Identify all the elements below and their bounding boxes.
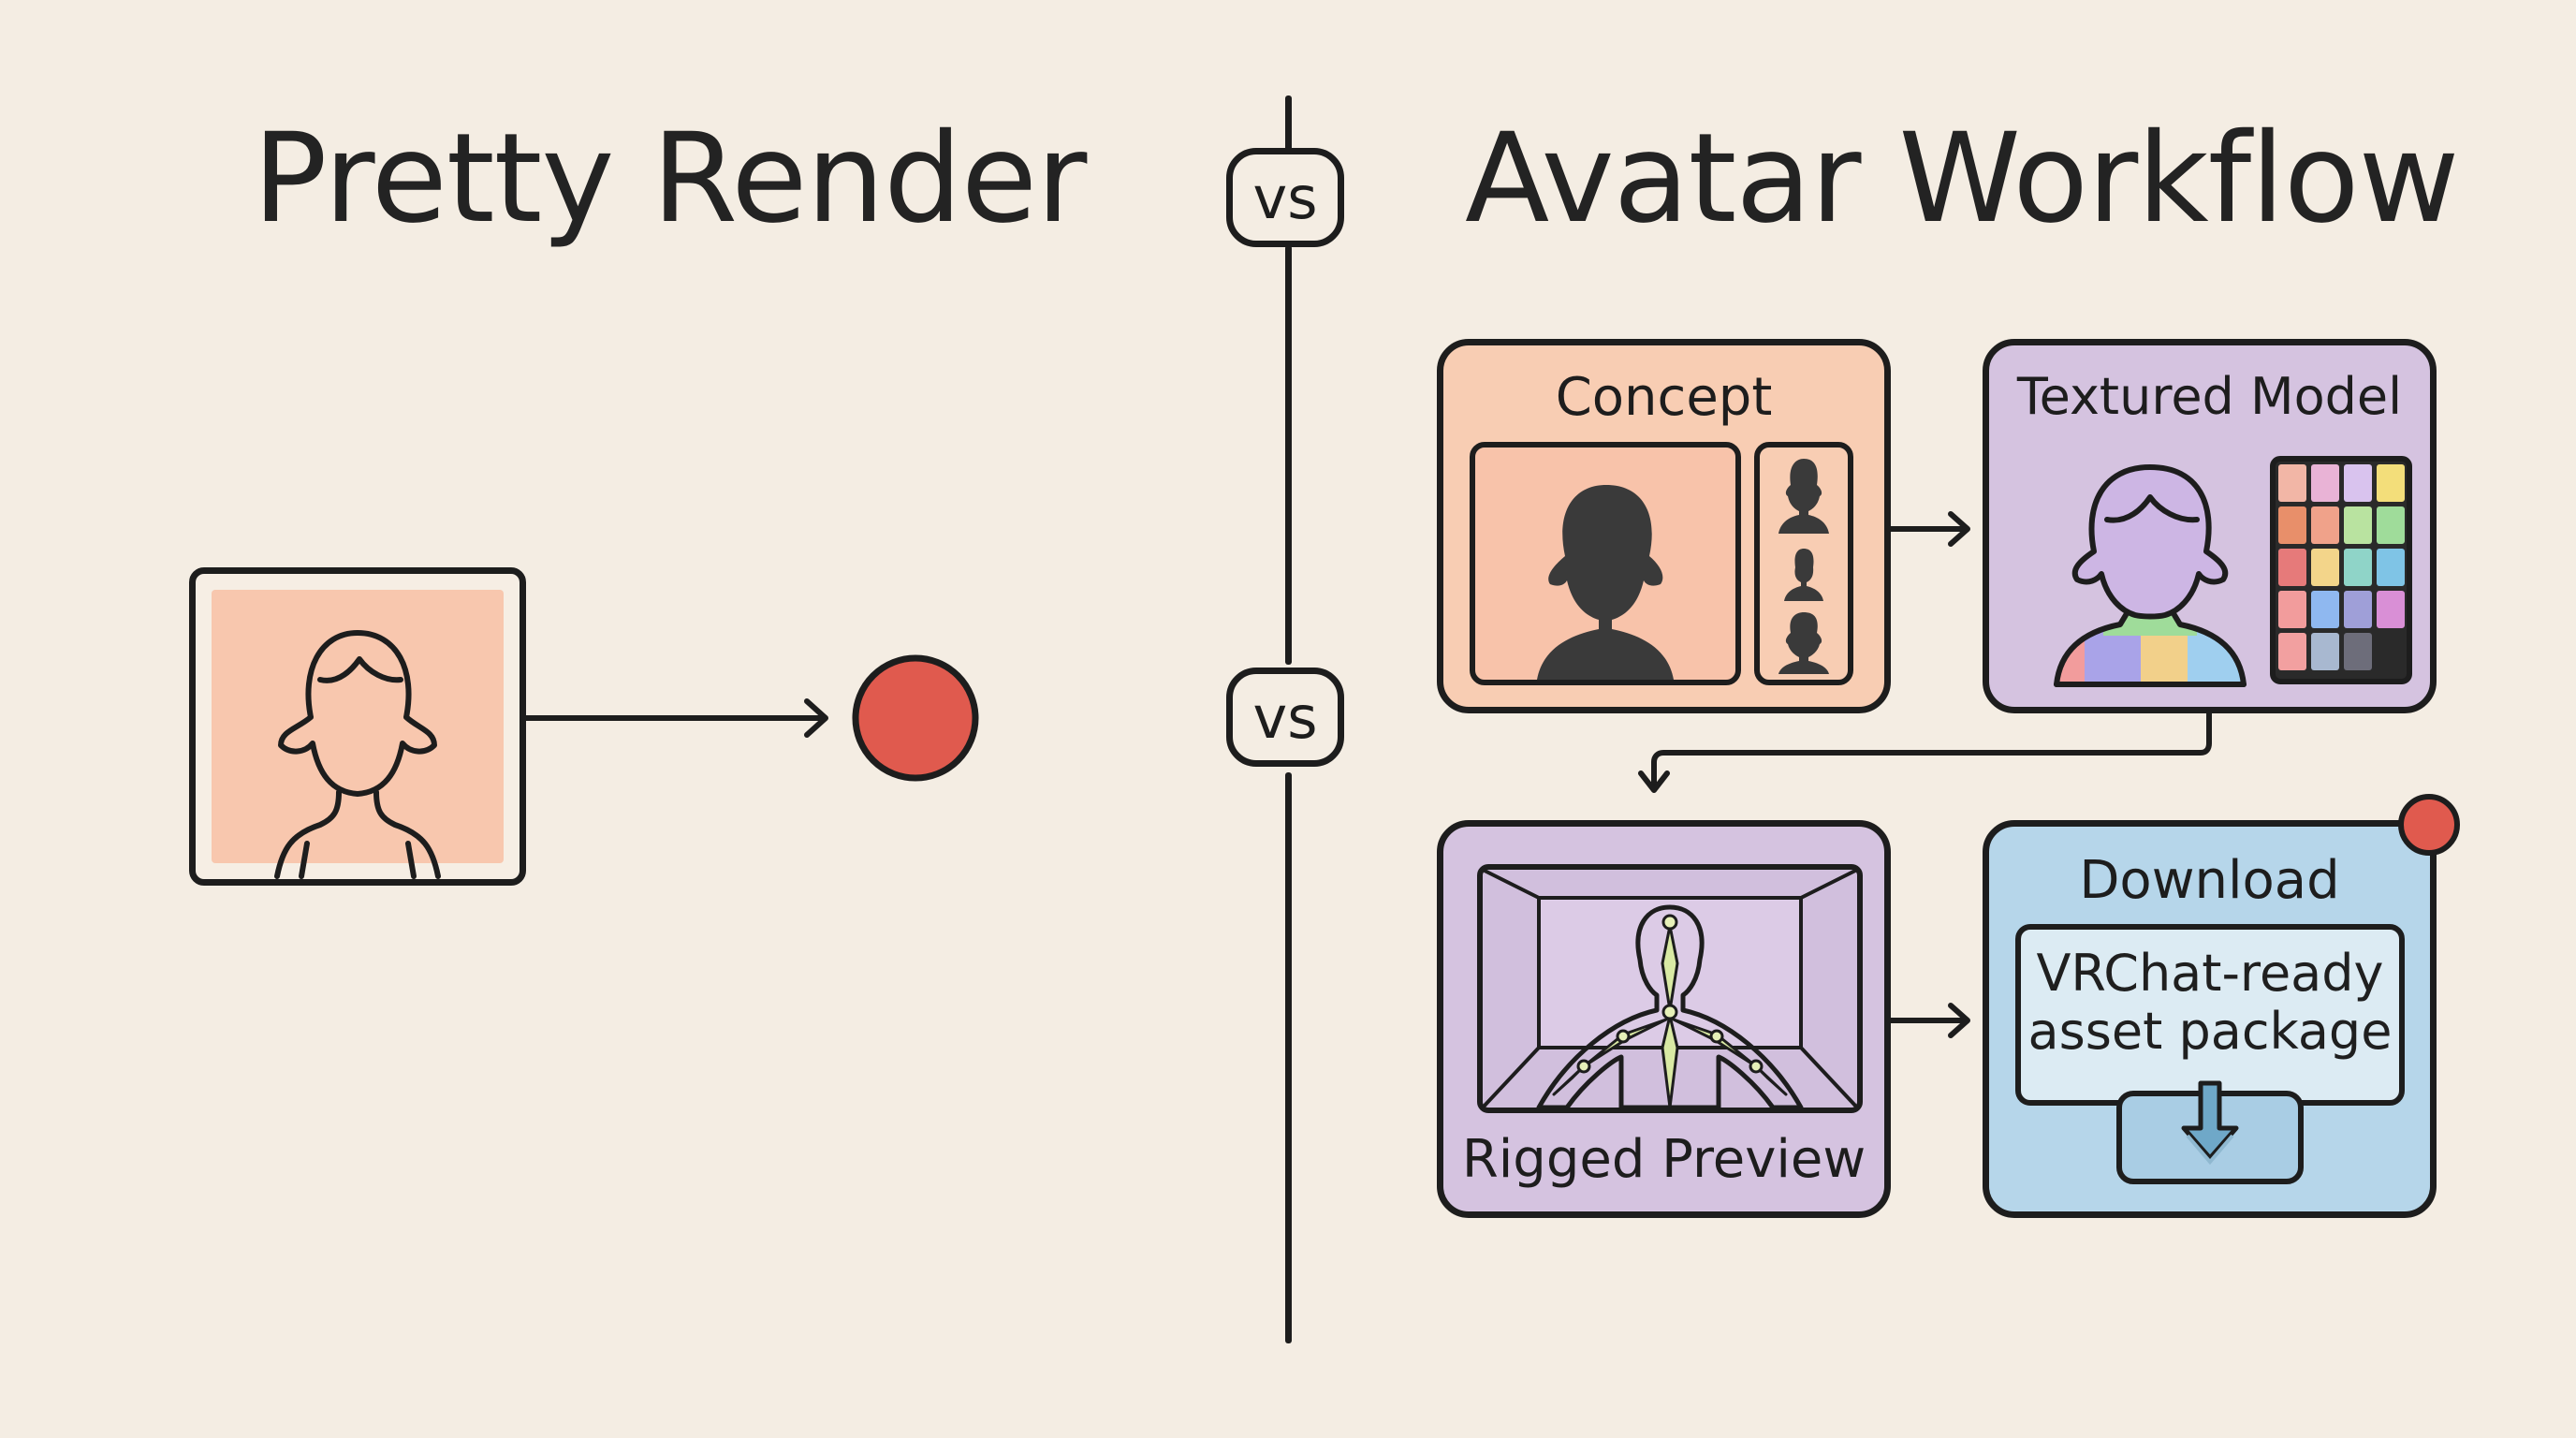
texture-swatch: [2278, 591, 2306, 628]
texture-swatch: [2278, 506, 2306, 544]
texture-swatch: [2311, 506, 2339, 544]
texture-swatch: [2377, 464, 2405, 502]
texture-swatch: [2278, 549, 2306, 586]
rig-skeleton-icon: [1481, 868, 1859, 1110]
step-concept-card: Concept: [1437, 339, 1891, 713]
divider-line-top: [1285, 95, 1292, 152]
divider-line-middle: [1285, 245, 1292, 665]
texture-swatch: [2377, 506, 2405, 544]
divider-line-bottom: [1285, 772, 1292, 1343]
textured-avatar-icon: [2054, 464, 2247, 687]
texture-swatch: [2344, 633, 2372, 670]
pretty-render-title: Pretty Render: [253, 107, 1087, 251]
texture-swatch: [2311, 549, 2339, 586]
concept-variant-strip: [1754, 442, 1853, 685]
texture-swatch: [2311, 633, 2339, 670]
step-rigged-preview-label: Rigged Preview: [1461, 1129, 1866, 1190]
texture-swatch-grid-icon: [2270, 456, 2412, 684]
texture-swatch: [2377, 591, 2405, 628]
download-status-dot: [2398, 794, 2460, 856]
rig-viewport: [1477, 864, 1863, 1113]
arrow-rigged-to-download: [1886, 1003, 1970, 1038]
texture-swatch: [2344, 464, 2372, 502]
texture-swatch: [2377, 549, 2405, 586]
package-label-line2: asset package: [2027, 1002, 2393, 1061]
texture-swatch: [2278, 464, 2306, 502]
arrow-textured-to-rigged: [1638, 709, 2212, 793]
step-textured-model-label: Textured Model: [2016, 367, 2403, 426]
texture-swatch: [2344, 591, 2372, 628]
concept-main-preview: [1470, 442, 1741, 685]
vs-badge-middle: vs: [1226, 668, 1344, 767]
texture-swatch: [2278, 633, 2306, 670]
pretty-render-frame: [189, 567, 526, 886]
avatar-portrait-icon: [274, 630, 441, 879]
asset-package-box: VRChat-ready asset package: [2015, 924, 2405, 1106]
left-arrow: [521, 698, 828, 738]
red-dot-icon: [852, 654, 979, 782]
download-arrow-icon: [2181, 1080, 2239, 1166]
vs-badge-top: vs: [1226, 148, 1344, 247]
step-download-label: Download: [2079, 850, 2340, 911]
step-download-card[interactable]: Download VRChat-ready asset package: [1983, 820, 2437, 1218]
silhouette-variants-icon: [1778, 459, 1829, 674]
texture-swatch: [2377, 633, 2405, 670]
download-button[interactable]: [2116, 1080, 2304, 1184]
avatar-workflow-title: Avatar Workflow: [1465, 107, 2460, 251]
step-concept-label: Concept: [1555, 367, 1773, 428]
arrow-concept-to-textured: [1886, 511, 1970, 547]
package-label-line1: VRChat-ready: [2036, 944, 2384, 1003]
texture-swatch: [2344, 506, 2372, 544]
texture-swatch: [2311, 464, 2339, 502]
step-rigged-preview-card: Rigged Preview: [1437, 820, 1891, 1218]
person-silhouette-icon: [1537, 485, 1674, 680]
texture-swatch: [2311, 591, 2339, 628]
step-textured-model-card: Textured Model: [1983, 339, 2437, 713]
texture-swatch: [2344, 549, 2372, 586]
